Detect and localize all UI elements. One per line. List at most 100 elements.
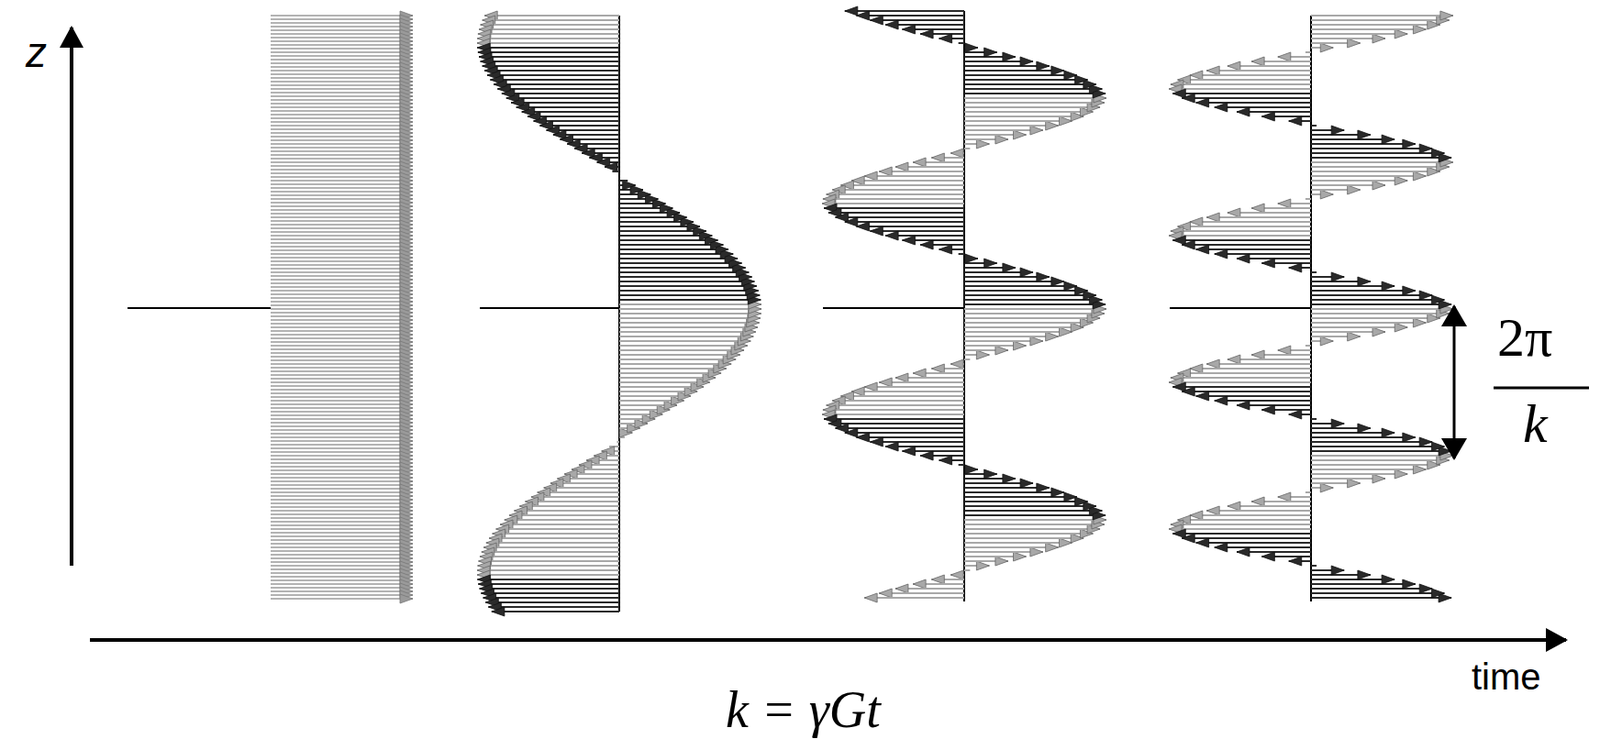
spin-vector bbox=[270, 440, 413, 443]
spin-arrowhead bbox=[920, 29, 934, 39]
spin-arrowhead bbox=[995, 345, 1009, 356]
spin-vector bbox=[619, 340, 751, 343]
spin-arrowhead bbox=[1357, 570, 1371, 580]
spin-vector bbox=[500, 523, 620, 526]
spin-vector bbox=[270, 297, 413, 300]
spin-arrowhead bbox=[976, 350, 989, 360]
spin-vector bbox=[270, 319, 413, 322]
spin-vector bbox=[964, 519, 1107, 522]
spin-vector bbox=[270, 289, 413, 292]
spin-vector bbox=[1311, 450, 1452, 453]
spin-vector bbox=[270, 403, 413, 406]
spin-vector bbox=[270, 223, 413, 226]
spin-vector bbox=[270, 267, 413, 270]
spin-vector bbox=[1206, 69, 1312, 72]
spin-vector bbox=[270, 88, 413, 90]
spin-vector bbox=[964, 500, 1089, 503]
spin-vector bbox=[1311, 170, 1441, 173]
spin-vector bbox=[1189, 367, 1312, 370]
spin-arrowhead bbox=[950, 570, 964, 580]
spin-vector bbox=[270, 546, 413, 549]
spin-vector bbox=[270, 33, 413, 35]
spin-vector bbox=[1311, 161, 1454, 164]
spin-vector bbox=[524, 500, 620, 503]
spin-vector bbox=[822, 409, 965, 412]
spin-arrowhead bbox=[1431, 148, 1445, 158]
spin-arrowhead bbox=[1206, 212, 1220, 223]
spin-vector bbox=[840, 184, 965, 187]
spin-arrowhead bbox=[604, 162, 618, 172]
spin-vector bbox=[1311, 308, 1454, 311]
spin-vector bbox=[270, 370, 413, 373]
spin-vector bbox=[864, 386, 965, 389]
spin-vector bbox=[270, 190, 413, 193]
spin-arrowhead bbox=[976, 561, 989, 571]
spin-arrowhead bbox=[976, 139, 989, 149]
spin-vector bbox=[851, 390, 965, 393]
spin-arrowhead bbox=[1045, 332, 1059, 342]
spin-vector bbox=[270, 121, 413, 123]
spin-vector bbox=[477, 565, 620, 567]
spin-vector bbox=[619, 331, 756, 334]
spin-vector bbox=[270, 161, 413, 164]
spin-arrowhead bbox=[1320, 43, 1334, 53]
spin-vector bbox=[1170, 230, 1312, 233]
spin-arrowhead bbox=[855, 222, 869, 232]
spin-vector bbox=[619, 344, 748, 347]
spin-vector bbox=[619, 335, 754, 338]
spin-vector bbox=[1170, 523, 1312, 526]
spin-vector bbox=[270, 543, 413, 545]
spin-vector bbox=[488, 537, 620, 540]
spin-vector bbox=[270, 341, 413, 344]
spin-vector bbox=[270, 598, 413, 600]
spin-arrowhead bbox=[1236, 107, 1250, 117]
spin-arrowhead bbox=[912, 368, 926, 378]
spin-vector bbox=[270, 260, 413, 263]
spin-vector bbox=[1214, 106, 1312, 109]
spin-vector bbox=[1181, 244, 1312, 246]
spin-arrowhead bbox=[920, 451, 934, 461]
spin-arrowhead bbox=[1172, 235, 1186, 245]
spin-vector bbox=[270, 128, 413, 131]
spin-vector bbox=[964, 528, 1100, 531]
spin-arrowhead bbox=[1036, 483, 1050, 493]
spin-vector bbox=[869, 19, 965, 22]
spin-vector bbox=[479, 555, 620, 558]
spin-vector bbox=[270, 179, 413, 182]
spin-vector bbox=[270, 110, 413, 112]
spin-vector bbox=[270, 473, 413, 476]
spin-arrowhead bbox=[885, 231, 899, 241]
spin-vector bbox=[477, 33, 620, 35]
spin-vector bbox=[270, 436, 413, 439]
spin-vector bbox=[1305, 491, 1312, 494]
spin-vector bbox=[1311, 156, 1452, 159]
spin-vector bbox=[270, 216, 413, 219]
spin-vector bbox=[270, 135, 413, 138]
spin-vector bbox=[1311, 19, 1450, 22]
spin-arrowhead bbox=[984, 47, 998, 57]
spin-vector bbox=[480, 592, 620, 595]
spin-vector bbox=[864, 175, 965, 178]
spin-arrowhead bbox=[1227, 501, 1241, 512]
spin-vector bbox=[270, 55, 413, 57]
spin-vector bbox=[964, 124, 1059, 127]
spin-vector bbox=[855, 225, 965, 228]
spin-arrowhead bbox=[965, 465, 978, 475]
spin-vector bbox=[270, 29, 413, 32]
spin-arrowhead bbox=[1002, 474, 1016, 484]
spin-vector bbox=[270, 572, 413, 575]
wavelength-arrow bbox=[1453, 306, 1456, 459]
spin-vector bbox=[479, 588, 620, 590]
spin-vector bbox=[1177, 78, 1312, 81]
spin-arrowhead bbox=[1381, 281, 1395, 291]
spin-arrowhead bbox=[1394, 29, 1408, 39]
spin-vector bbox=[964, 78, 1089, 81]
spin-vector bbox=[270, 366, 413, 369]
spin-vector bbox=[270, 99, 413, 101]
spin-arrowhead bbox=[1075, 75, 1089, 85]
spin-vector bbox=[270, 25, 413, 28]
spin-arrowhead bbox=[965, 254, 978, 264]
spin-vector bbox=[964, 496, 1078, 499]
spin-vector bbox=[1311, 124, 1317, 127]
spin-vector bbox=[270, 374, 413, 377]
